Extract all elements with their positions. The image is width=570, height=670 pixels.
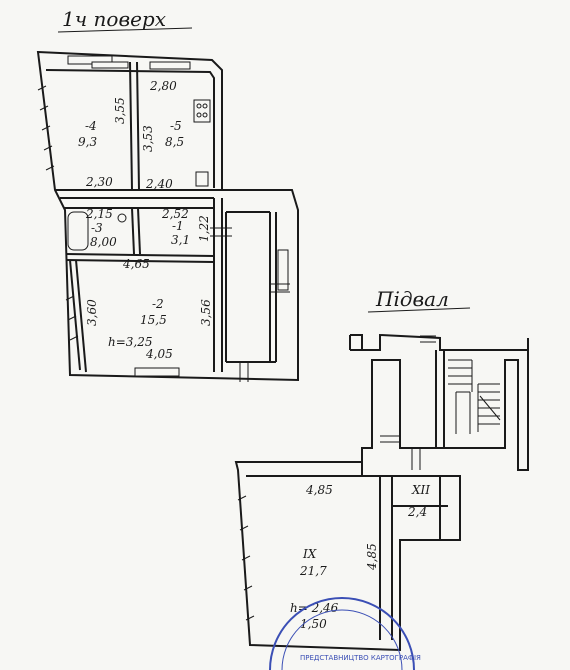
room-3-area: 8,00 xyxy=(90,235,117,249)
basement-title-underline xyxy=(367,307,471,313)
dim-2-40: 2,40 xyxy=(145,177,173,191)
room-3-label: -3 xyxy=(91,221,103,235)
dim-3-56: 3,56 xyxy=(199,299,213,326)
floor1-hatch xyxy=(37,85,79,341)
floor1-doors xyxy=(210,227,290,382)
basement-hatch xyxy=(237,495,255,621)
floor1-height: h=3,25 xyxy=(108,335,153,349)
room-IX-label: IX xyxy=(302,547,317,561)
room-5-area: 8,5 xyxy=(165,135,184,149)
basement-title: Підвал xyxy=(375,287,449,311)
room-IX-area: 21,7 xyxy=(299,564,327,578)
floor1-windows xyxy=(67,55,289,377)
basement-height-2: 1,50 xyxy=(300,617,327,631)
room-XII-label: XII xyxy=(411,483,430,497)
floor1-fixtures xyxy=(67,99,211,251)
floor1-title: 1ч поверх xyxy=(62,7,166,31)
dim-3-55: 3,55 xyxy=(113,97,127,124)
floor1-walls xyxy=(36,50,299,382)
dim-2-15: 2,15 xyxy=(85,207,113,221)
dim-4-85-side: 4,85 xyxy=(365,543,379,571)
stamp-text: ПРЕДСТАВНИЦТВО КАРТОГРАФІЯ xyxy=(300,654,421,662)
room-4-area: 9,3 xyxy=(78,135,97,149)
stamp: ПРЕДСТАВНИЦТВО КАРТОГРАФІЯ xyxy=(269,597,421,670)
room-2-label: -2 xyxy=(152,297,164,311)
dim-3-53: 3,53 xyxy=(141,125,155,152)
dim-1-22: 1,22 xyxy=(197,215,211,242)
room-4-label: -4 xyxy=(85,119,97,133)
room-1-label: -1 xyxy=(172,219,184,233)
basement-doors xyxy=(380,335,436,470)
dim-4-85-top: 4,85 xyxy=(305,483,333,497)
basement-walls xyxy=(234,333,529,652)
dim-4-65: 4,65 xyxy=(122,257,150,271)
dim-2-80: 2,80 xyxy=(149,79,177,93)
room-5-label: -5 xyxy=(170,119,182,133)
dim-3-60: 3,60 xyxy=(85,299,99,326)
room-XII-area: 2,4 xyxy=(407,505,427,519)
floor1-title-underline xyxy=(57,27,193,33)
room-2-area: 15,5 xyxy=(140,313,167,327)
basement-stairs xyxy=(448,359,501,434)
dim-2-52: 2,52 xyxy=(161,207,189,221)
room-1-area: 3,1 xyxy=(171,233,190,247)
dim-2-30: 2,30 xyxy=(85,175,113,189)
dim-4-05: 4,05 xyxy=(145,347,173,361)
